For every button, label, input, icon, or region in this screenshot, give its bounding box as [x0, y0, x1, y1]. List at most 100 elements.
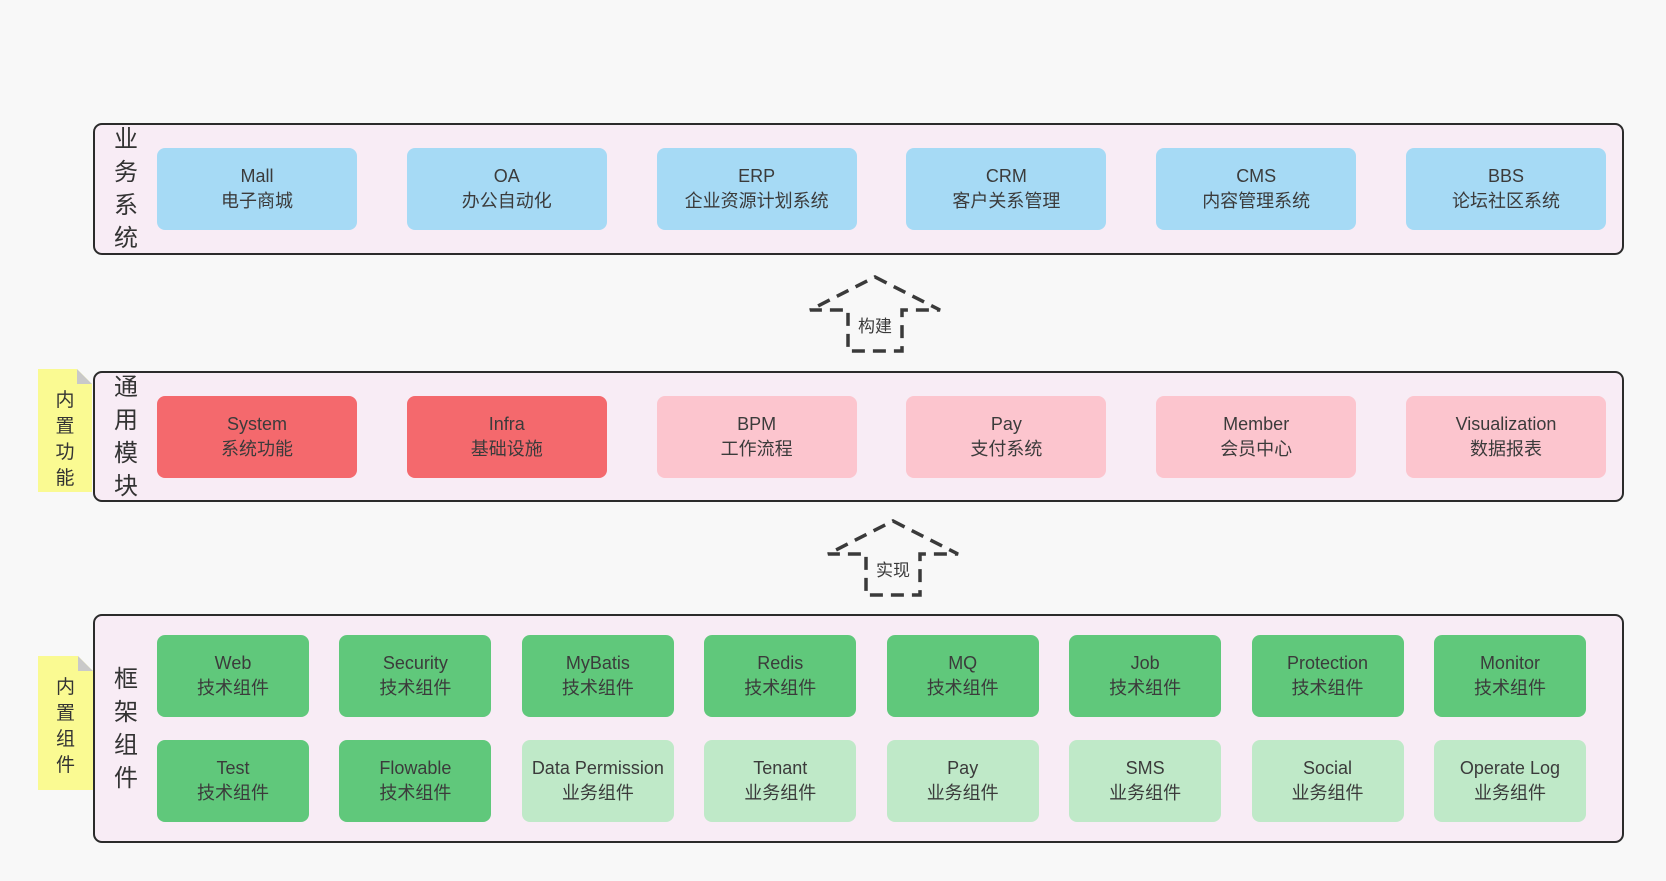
box-data-permission: Data Permission 业务组件	[521, 740, 674, 822]
box-title: Visualization	[1455, 413, 1557, 434]
folded-corner-icon	[78, 656, 93, 671]
box-test: Test 技术组件	[157, 740, 309, 822]
box-title: SMS	[1125, 758, 1165, 778]
box-title: Tenant	[753, 758, 808, 778]
box-erp: ERP 企业资源计划系统	[656, 148, 857, 230]
box-redis: Redis 技术组件	[704, 635, 857, 717]
build-arrow-label: 构建	[858, 317, 892, 336]
box-mall: Mall 电子商城	[157, 148, 357, 230]
box-subtitle: 办公自动化	[461, 191, 552, 211]
box-visualization: Visualization 数据报表	[1405, 395, 1606, 478]
box-title: Infra	[488, 413, 525, 434]
box-subtitle: 企业资源计划系统	[684, 191, 829, 211]
box-system: System 系统功能	[157, 395, 357, 478]
up-arrow-icon	[827, 519, 959, 597]
box-title: Test	[216, 758, 250, 778]
box-title: Monitor	[1479, 653, 1540, 673]
box-mq: MQ 技术组件	[886, 635, 1039, 717]
box-title: Mall	[240, 166, 274, 186]
box-flowable: Flowable 技术组件	[339, 740, 492, 822]
box-subtitle: 数据报表	[1469, 438, 1542, 459]
box-subtitle: 支付系统	[970, 438, 1043, 459]
box-title: MyBatis	[565, 653, 630, 673]
sticky-text: 内置功能	[55, 390, 75, 489]
builtin-features-sticky: 内置功能	[38, 369, 92, 492]
box-subtitle: 技术组件	[926, 678, 999, 698]
band-business-systems: 业务系统 Mall 电子商城 OA 办公自动化 ERP 企业资源计划系统 CRM…	[93, 123, 1624, 255]
box-subtitle: 系统功能	[221, 438, 293, 459]
box-security: Security 技术组件	[339, 635, 492, 717]
band-framework-components-label: 框架组件	[95, 616, 157, 841]
band-label-text: 业务系统	[114, 126, 138, 252]
box-job: Job 技术组件	[1069, 635, 1222, 717]
box-member: Member 会员中心	[1156, 395, 1357, 478]
build-arrow: 构建	[807, 274, 943, 354]
implement-arrow-label: 实现	[876, 561, 910, 580]
up-arrow-icon	[809, 275, 941, 353]
box-title: ERP	[738, 166, 776, 186]
box-subtitle: 内容管理系统	[1202, 191, 1311, 211]
box-subtitle: 技术组件	[561, 678, 634, 698]
box-subtitle: 电子商城	[221, 191, 293, 211]
box-crm: CRM 客户关系管理	[906, 148, 1107, 230]
box-subtitle: 技术组件	[1473, 678, 1546, 698]
box-title: Protection	[1287, 653, 1369, 673]
box-subtitle: 业务组件	[1109, 783, 1182, 803]
box-subtitle: 技术组件	[379, 678, 452, 698]
band-common-modules: 通用模块 System 系统功能 Infra 基础设施 BPM 工作流程 Pay…	[93, 371, 1624, 502]
box-title: MQ	[948, 653, 978, 673]
box-title: Job	[1130, 653, 1160, 673]
box-subtitle: 技术组件	[1291, 678, 1364, 698]
box-title: Operate Log	[1459, 758, 1560, 778]
box-subtitle: 技术组件	[197, 783, 269, 803]
band-label-text: 框架组件	[114, 665, 138, 792]
band-common-modules-label: 通用模块	[95, 373, 157, 500]
box-monitor: Monitor 技术组件	[1433, 635, 1586, 717]
box-title: Redis	[757, 653, 804, 673]
box-subtitle: 业务组件	[926, 783, 999, 803]
box-subtitle: 论坛社区系统	[1451, 191, 1560, 211]
box-sms: SMS 业务组件	[1069, 740, 1222, 822]
box-subtitle: 技术组件	[1109, 678, 1182, 698]
box-subtitle: 业务组件	[744, 783, 817, 803]
box-title: Member	[1223, 413, 1290, 434]
box-subtitle: 业务组件	[561, 783, 634, 803]
box-title: CMS	[1236, 166, 1277, 186]
box-subtitle: 会员中心	[1220, 438, 1293, 459]
box-title: BPM	[737, 413, 777, 434]
box-title: BBS	[1487, 166, 1524, 186]
box-subtitle: 业务组件	[1473, 783, 1546, 803]
box-title: Web	[214, 653, 252, 673]
box-oa: OA 办公自动化	[406, 148, 607, 230]
builtin-components-sticky: 内置组件	[38, 656, 93, 790]
box-subtitle: 技术组件	[379, 783, 452, 803]
box-cms: CMS 内容管理系统	[1156, 148, 1357, 230]
box-pay-module: Pay 支付系统	[906, 395, 1107, 478]
box-title: Pay	[990, 413, 1022, 434]
box-subtitle: 基础设施	[470, 438, 543, 459]
box-title: Data Permission	[531, 758, 664, 778]
box-social: Social 业务组件	[1251, 740, 1404, 822]
box-subtitle: 客户关系管理	[952, 191, 1061, 211]
box-infra: Infra 基础设施	[406, 395, 607, 478]
box-subtitle: 业务组件	[1291, 783, 1364, 803]
box-operate-log: Operate Log 业务组件	[1433, 740, 1586, 822]
band-framework-components: 框架组件 Web 技术组件 Security 技术组件 MyBatis 技术组件…	[93, 614, 1624, 843]
box-bbs: BBS 论坛社区系统	[1405, 148, 1606, 230]
box-title: Pay	[947, 758, 979, 778]
sticky-text: 内置组件	[55, 677, 75, 776]
band-label-text: 通用模块	[114, 373, 138, 500]
box-bpm: BPM 工作流程	[656, 395, 857, 478]
box-protection: Protection 技术组件	[1251, 635, 1404, 717]
box-mybatis: MyBatis 技术组件	[521, 635, 674, 717]
box-subtitle: 技术组件	[197, 678, 269, 698]
box-subtitle: 工作流程	[720, 438, 793, 459]
box-title: OA	[493, 166, 520, 186]
box-pay-component: Pay 业务组件	[886, 740, 1039, 822]
box-title: Flowable	[379, 758, 452, 778]
folded-corner-icon	[77, 369, 92, 384]
box-web: Web 技术组件	[157, 635, 309, 717]
box-subtitle: 技术组件	[744, 678, 817, 698]
box-title: System	[226, 413, 287, 434]
box-title: Security	[382, 653, 448, 673]
